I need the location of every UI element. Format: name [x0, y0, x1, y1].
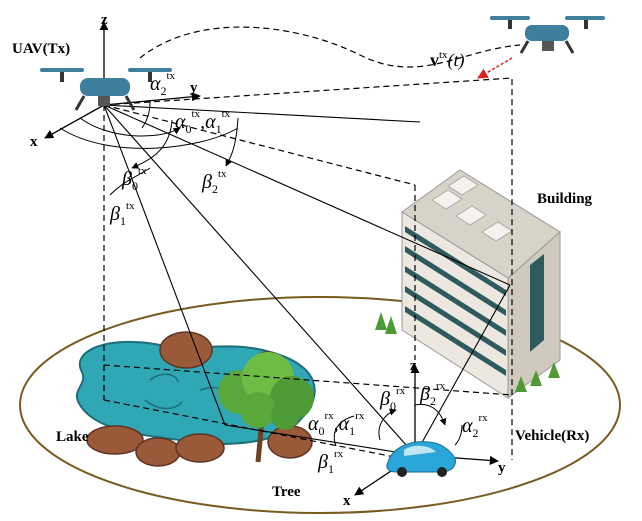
ray-paths — [103, 104, 511, 456]
tree-illustration — [218, 352, 314, 463]
lake-label: Lake — [56, 429, 89, 445]
vehicle-rx-car — [386, 441, 456, 477]
alpha0-alpha1-rx-label: α0rx,α1rx — [308, 410, 365, 438]
alpha2-tx-label: α2tx — [150, 70, 176, 98]
velocity-label: vtx(t) — [430, 49, 465, 71]
alpha0-alpha1-tx-label: α0tx,α1tx — [175, 108, 231, 136]
alpha2-rx-label: α2rx — [462, 412, 488, 440]
tx-z-axis-label: z — [101, 12, 108, 28]
rx-x-axis-label: x — [343, 493, 351, 509]
tree-label: Tree — [272, 484, 301, 500]
rx-y-axis-label: y — [498, 460, 506, 476]
building-label: Building — [537, 191, 593, 207]
beta2-tx-label: β2tx — [201, 168, 227, 196]
uav-tx-label: UAV(Tx) — [12, 41, 70, 57]
uav-tx-drone — [40, 68, 172, 111]
ground-ellipse — [19, 296, 621, 514]
beta0-rx-label: β0rx — [379, 385, 406, 413]
beta0-tx-label: β0tx — [121, 165, 147, 193]
beta1-rx-label: β1rx — [317, 448, 344, 476]
tx-y-axis-label: y — [190, 80, 198, 96]
beta2-rx-label: β2rx — [419, 380, 446, 408]
tx-x-axis-label: x — [30, 134, 38, 150]
angle-arcs — [59, 99, 463, 447]
velocity-arrow — [477, 57, 513, 79]
moving-drone — [490, 16, 605, 54]
building-illustration — [375, 169, 561, 399]
vehicle-rx-label: Vehicle(Rx) — [515, 428, 589, 444]
rx-z-axis-label: z — [410, 358, 417, 374]
beta1-tx-label: β1tx — [109, 200, 135, 228]
